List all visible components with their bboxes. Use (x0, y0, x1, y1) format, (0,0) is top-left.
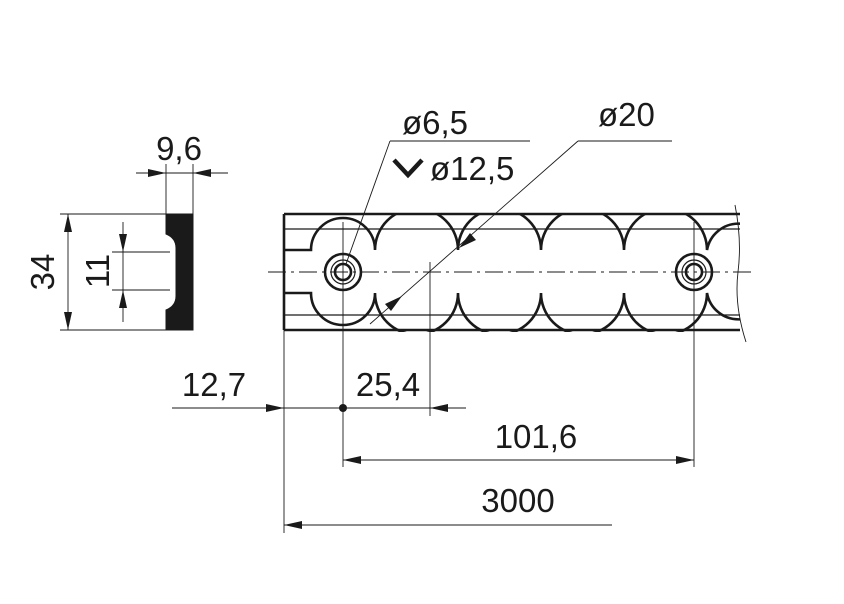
dim-profile-height-label: 34 (24, 254, 61, 291)
dim-end-offset-label: 12,7 (182, 366, 246, 403)
profile-section-fill (165, 213, 194, 331)
dim-cutout-diameter-label: ø20 (598, 96, 655, 133)
leader-cutout-callout: ø20 (369, 96, 672, 325)
countersink-icon (392, 158, 424, 179)
dim-cutout-pitch-label: 25,4 (356, 366, 420, 403)
dimension-profile-height: 34 (24, 214, 72, 330)
dimension-hole-pitch: 101,6 (343, 418, 694, 464)
dim-hole-diameter-label: ø6,5 (402, 104, 468, 141)
dimension-offsets: 12,7 25,4 (172, 366, 466, 412)
dim-profile-width-label: 9,6 (156, 130, 202, 167)
extension-lines (283, 262, 695, 533)
dimension-total-length: 3000 (284, 482, 612, 529)
dim-hole-pitch-label: 101,6 (495, 418, 578, 455)
rail-top-view (268, 204, 752, 343)
dimension-profile-width: 9,6 (136, 130, 228, 177)
dim-slot-width-label: 11 (79, 254, 116, 288)
profile-cross-section (60, 164, 194, 331)
dim-countersink-diameter-label: ø12,5 (430, 150, 514, 187)
leader-hole-callout: ø6,5 ø12,5 (345, 104, 530, 265)
dim-total-length-label: 3000 (481, 482, 554, 519)
dimension-slot-width: 11 (79, 222, 127, 322)
